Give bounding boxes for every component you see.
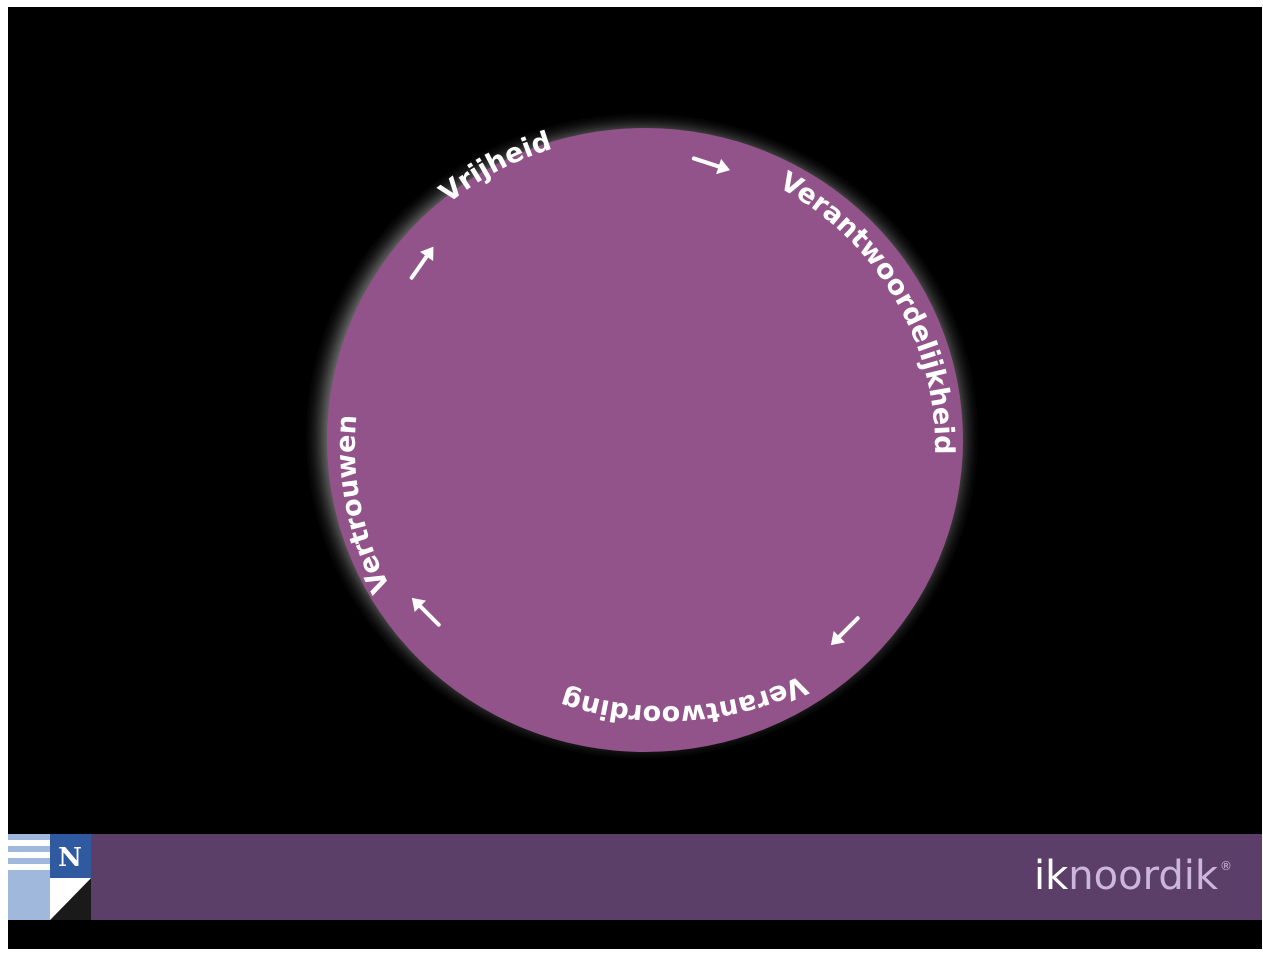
brand-wordmark: iknoordik® (1034, 853, 1232, 899)
noordhoff-logo-icon: N (8, 834, 91, 920)
logo-letter: N (58, 843, 82, 873)
arrow-top-left-icon (409, 246, 434, 280)
slide: Vrijheid Verantwoordelijkheid Verantwoor… (8, 7, 1262, 949)
footer-bar (8, 834, 1262, 920)
noordhoff-logo: N (8, 834, 91, 920)
brand-noordik: noordik (1068, 853, 1218, 899)
cycle-diagram: Vrijheid Verantwoordelijkheid Verantwoor… (302, 110, 982, 762)
brand-ik: ik (1034, 853, 1069, 899)
arrow-bottom-left-icon (411, 597, 441, 627)
brand-registered-mark: ® (1220, 859, 1232, 873)
arrow-bottom-right-icon (830, 616, 860, 646)
arrow-top-right-icon (691, 156, 731, 175)
cycle-circle (327, 128, 963, 752)
